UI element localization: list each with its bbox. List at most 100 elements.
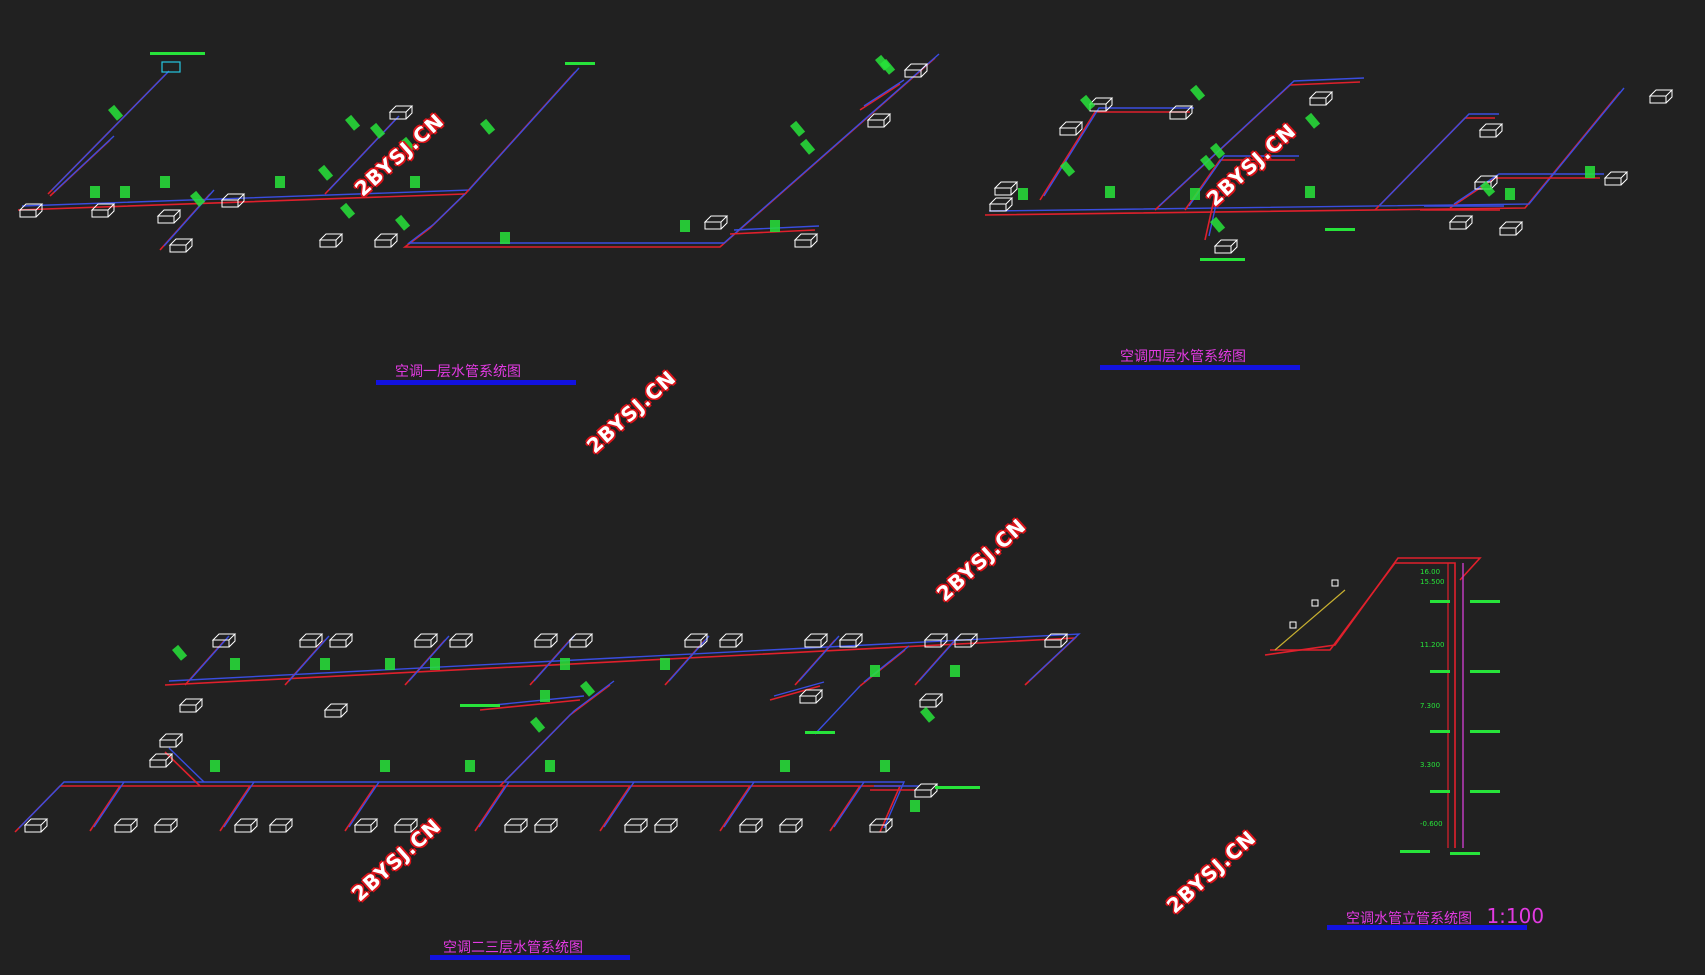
f1-tag-6: [770, 220, 780, 232]
f23-rtag-2: [530, 716, 546, 733]
f1-main-supply: [17, 57, 936, 248]
f23-unit-27-front: [504, 824, 522, 833]
f23-unit-6-front: [569, 639, 587, 648]
f1-rtag-8: [480, 118, 496, 135]
f23-up-branch-4-return: [668, 635, 710, 682]
f23-unit-15-side: [340, 704, 348, 718]
f4-unit-11-top: [1213, 239, 1239, 247]
f23-unit-27-side: [520, 819, 528, 833]
f1-unit-7-top: [388, 105, 414, 113]
f23-upper-main-return: [168, 633, 1081, 682]
f23-tag-13: [880, 760, 890, 772]
f23-unit-28-front: [534, 824, 552, 833]
f23-unit-7-top: [683, 633, 709, 641]
f23-unit-32-front: [779, 824, 797, 833]
f23-unit-9-side: [820, 634, 828, 648]
f23-unit-29-top: [623, 818, 649, 826]
f4-unit-10-top: [993, 181, 1019, 189]
f4-unit-2-side: [1105, 98, 1113, 112]
f23-unit-2-side: [345, 634, 353, 648]
f23-unit-10-top: [838, 633, 864, 641]
f23-rtag-0: [172, 644, 188, 661]
f23-low-branch-2-supply: [344, 785, 376, 832]
f23-unit-30-front: [654, 824, 672, 833]
riser-diag-yellow: [1274, 589, 1346, 651]
f23-low-branch-1-return: [223, 781, 255, 828]
riser-valve-1: [1311, 599, 1319, 607]
f23-unit-3-top: [413, 633, 439, 641]
riser-note-0: [1430, 600, 1450, 603]
f23-unit-11-side: [940, 634, 948, 648]
f1-branch-a-return: [51, 70, 170, 191]
f1-unit-5-top: [168, 238, 194, 246]
f1-tag-2: [160, 176, 170, 188]
f4-unit-10-front: [994, 187, 1012, 196]
f4-unit-12-front: [1499, 227, 1517, 236]
floor1-title: 空调一层水管系统图: [395, 364, 521, 380]
f23-upper-main-supply: [164, 637, 1078, 686]
f23-unit-21-side: [130, 819, 138, 833]
riser-note-r-2: [1470, 730, 1500, 733]
floor1-title-underline: [376, 380, 576, 385]
f23-unit-31-top: [738, 818, 764, 826]
f1-unit-8-top: [703, 215, 729, 223]
riser-note-r-0: [1470, 600, 1500, 603]
f23-unit-18-front: [149, 759, 167, 768]
riser-level-0: 16.00: [1420, 568, 1440, 576]
f23-tag-0: [230, 658, 240, 670]
floor4-title: 空调四层水管系统图: [1120, 349, 1246, 365]
f4-branch-a-supply: [1039, 111, 1190, 201]
f1-unit-9-top: [793, 233, 819, 241]
f23-unit-29-side: [640, 819, 648, 833]
f23-unit-14-top: [178, 698, 204, 706]
f4-unit-5-side: [1495, 124, 1503, 138]
f4-unit-6-side: [1490, 176, 1498, 190]
f1-rtag-12: [880, 58, 896, 75]
riser-level-4: 3.300: [1420, 761, 1440, 769]
f1-rtag-10: [800, 138, 816, 155]
f23-tag-15: [540, 690, 550, 702]
f23-unit-25-top: [353, 818, 379, 826]
f4-unit-1-top: [1058, 121, 1084, 129]
f23-unit-11-top: [923, 633, 949, 641]
f23-unit-4-top: [448, 633, 474, 641]
f1-unit-3-front: [319, 239, 337, 248]
f4-main-supply: [984, 91, 1621, 216]
f23-unit-32-side: [795, 819, 803, 833]
floor4-title-underline: [1100, 365, 1300, 370]
f23-up-branch-5-return: [798, 635, 840, 682]
f23-return-drop: [814, 685, 861, 735]
f23-up-short2-supply: [769, 685, 821, 701]
f4-unit-0-top: [988, 197, 1014, 205]
f4-branch-g-supply: [1204, 194, 1216, 241]
f23-tag-7: [950, 665, 960, 677]
f23-unit-0-top: [211, 633, 237, 641]
riser-title-underline: [1327, 925, 1527, 930]
f23-unit-10-side: [855, 634, 863, 648]
f1-cyan-unit: [161, 61, 181, 73]
f23-tag-11: [545, 760, 555, 772]
f1-rtag-4: [400, 136, 416, 153]
f23-low-branch-4-return: [603, 781, 635, 828]
f23-unit-34-side: [930, 784, 938, 798]
f23-unit-4-side: [465, 634, 473, 648]
f23-unit-31-front: [739, 824, 757, 833]
f4-unit-9-top: [1648, 89, 1674, 97]
f23-up-branch-2-return: [408, 635, 450, 682]
riser-valve-2: [1331, 579, 1339, 587]
f23-up-branch-3-return: [533, 635, 575, 682]
f1-unit-9-front: [794, 239, 812, 248]
f23-low-branch-3-return: [478, 781, 510, 828]
f4-branch-d-return: [1188, 155, 1299, 207]
f23-low-branch-0-return: [93, 781, 125, 828]
riser-level-3: 7.300: [1420, 702, 1440, 710]
f23-low-branch-5-return: [723, 781, 755, 828]
f23-unit-16-front: [799, 695, 817, 704]
f23-unit-13-front: [1044, 639, 1062, 648]
f23-rtag-3: [920, 706, 936, 723]
f23-low-short-supply: [164, 751, 201, 787]
f4-label-mid: [1325, 228, 1355, 231]
f4-unit-7-front: [1449, 221, 1467, 230]
f4-label-bottom: [1200, 258, 1245, 261]
